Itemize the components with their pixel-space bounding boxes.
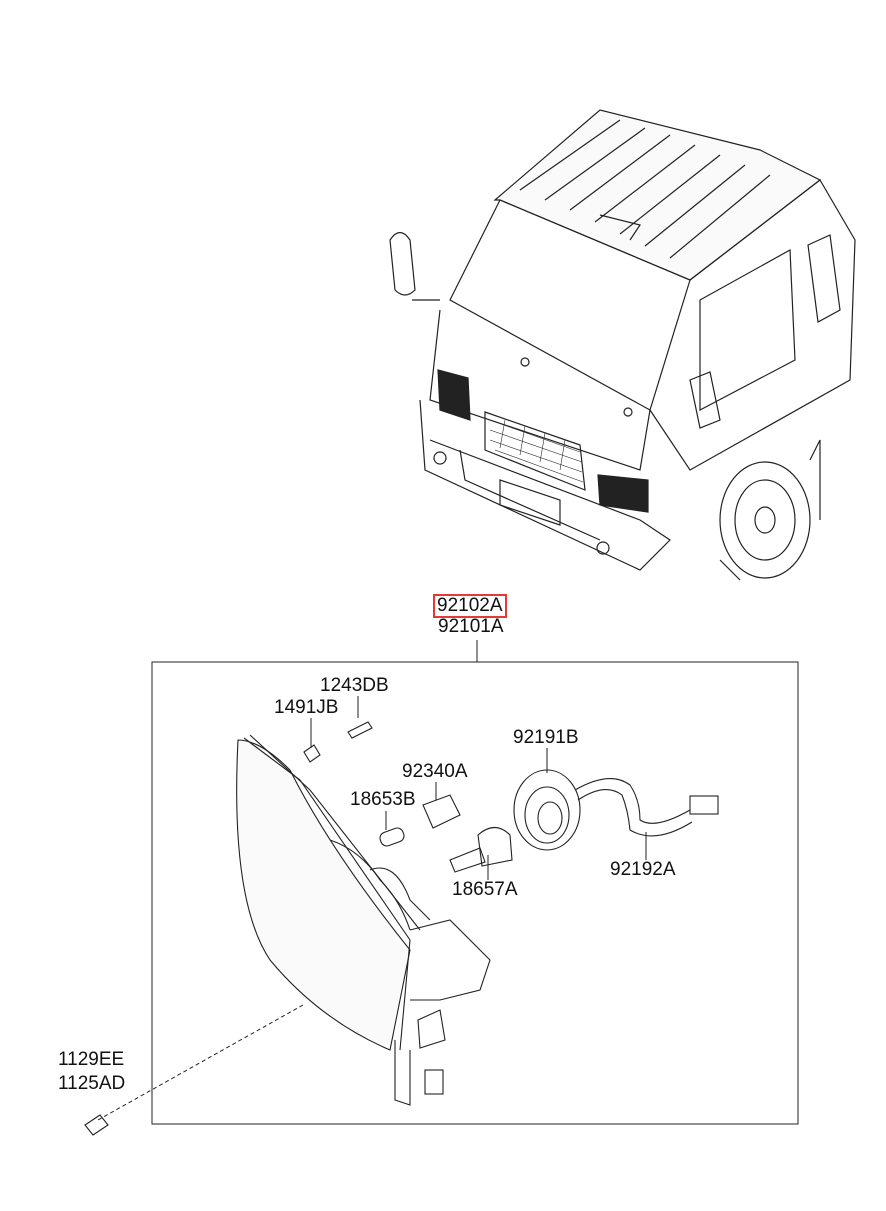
- assembly-part-number[interactable]: 92101A: [438, 616, 504, 637]
- highlighted-part-number[interactable]: 92102A: [433, 594, 507, 618]
- part-label-bulb-halogen[interactable]: 18657A: [452, 879, 518, 900]
- leader-lines: [97, 640, 799, 1125]
- part-label-harness[interactable]: 92192A: [610, 859, 676, 880]
- truck-illustration: [389, 109, 856, 581]
- part-label-bolt-a[interactable]: 1129EE: [58, 1049, 125, 1070]
- headlamp-exploded: [84, 721, 719, 1136]
- part-label-bulb-small[interactable]: 18653B: [350, 789, 416, 810]
- part-label-bolt-b[interactable]: 1125AD: [58, 1073, 126, 1094]
- assembly-frame: [151, 661, 799, 1125]
- part-label-nut[interactable]: 1491JB: [274, 697, 339, 718]
- part-label-socket[interactable]: 92340A: [402, 761, 468, 782]
- part-label-screw[interactable]: 1243DB: [320, 675, 389, 696]
- part-label-cap[interactable]: 92191B: [513, 727, 579, 748]
